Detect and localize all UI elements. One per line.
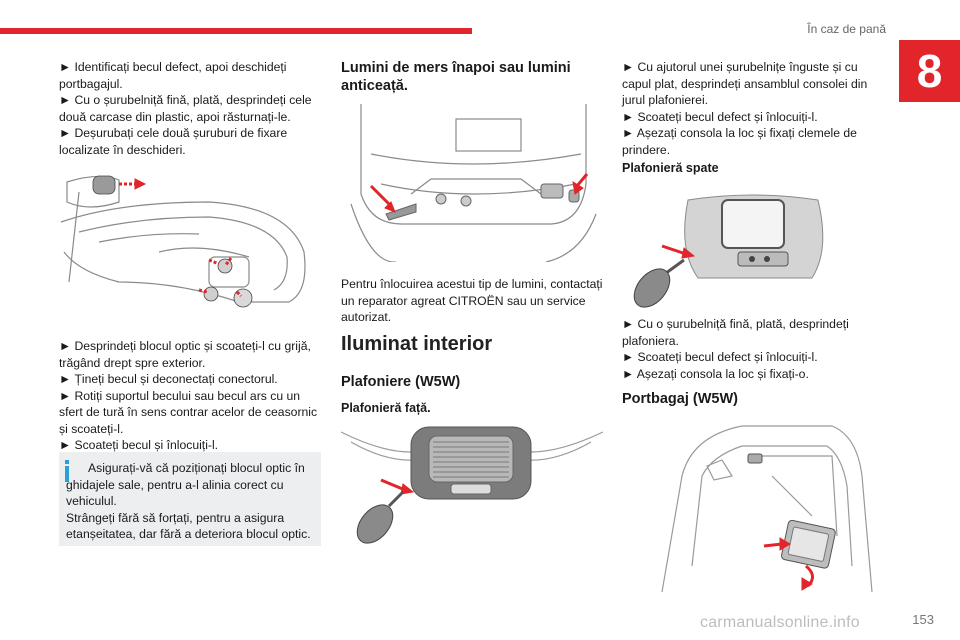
column-2-top: Lumini de mers înapoi sau lumini anticea… (341, 59, 603, 95)
instruction-line: ► Cu o șurubelniță fină, plată, desprind… (59, 93, 312, 124)
watermark: carmanualsonline.info (700, 614, 860, 631)
heading-rear-lights: Lumini de mers înapoi sau lumini anticea… (341, 60, 571, 94)
rear-ceiling-light-illustration (633, 194, 824, 308)
instruction-line: ► Cu ajutorul unei șurubelnițe înguste ș… (622, 60, 868, 107)
header-accent-bar (0, 28, 472, 34)
column-1-bottom: ► Desprindeți blocul optic și scoateți-l… (59, 338, 321, 454)
column-2-body: Pentru înlocuirea acestui tip de lumini,… (341, 276, 603, 326)
boot-light-illustration (661, 425, 873, 592)
note-text: Strângeți fără să forțați, pentru a asig… (66, 510, 311, 542)
instruction-line: ► Identificați becul defect, apoi deschi… (59, 60, 287, 91)
info-icon (65, 460, 69, 482)
instruction-line: ► Scoateți becul și înlocuiți-l. (59, 438, 219, 452)
boot-heading-wrap: Portbagaj (W5W) (622, 391, 884, 408)
front-heading-wrap: Plafonieră față. (341, 400, 603, 417)
section-title: În caz de pană (807, 22, 886, 36)
instruction-line: ► Scoateți becul defect și înlocuiți-l. (622, 109, 818, 124)
heading-rear-ceiling-light: Plafonieră spate (622, 161, 719, 175)
rear-ceiling-heading-wrap: Plafonieră spate (622, 160, 884, 177)
instruction-line: ► Așezați consola la loc și fixați cleme… (622, 126, 857, 157)
column-3-top: ► Cu ajutorul unei șurubelnițe înguste ș… (622, 59, 884, 158)
instruction-line: ► Cu o șurubelniță fină, plată, desprind… (622, 317, 849, 348)
heading-interior-lighting: Iluminat interior (341, 333, 493, 355)
tail-light-illustration (60, 175, 306, 308)
column-1-top: ► Identificați becul defect, apoi deschi… (59, 59, 321, 158)
note-text: Asigurați-vă că poziționați blocul optic… (66, 461, 305, 508)
page-number: 153 (912, 612, 934, 627)
heading-boot-light: Portbagaj (W5W) (622, 391, 738, 407)
rear-lights-text: Pentru înlocuirea acestui tip de lumini,… (341, 277, 603, 324)
interior-heading-wrap: Iluminat interior (341, 333, 603, 355)
heading-ceiling-lights: Plafoniere (W5W) (341, 374, 461, 390)
heading-front-ceiling-light: Plafonieră față. (341, 401, 431, 415)
instruction-line: ► Deșurubați cele două șuruburi de fixar… (59, 126, 288, 157)
front-ceiling-light-illustration (341, 426, 603, 544)
instruction-line: ► Țineți becul și deconectați conectorul… (59, 372, 278, 386)
chapter-tab: 8 (899, 40, 960, 102)
info-note-box: Asigurați-vă că poziționați blocul optic… (59, 452, 321, 546)
instruction-line: ► Așezați consola la loc și fixați-o. (622, 366, 809, 381)
instruction-line: ► Rotiți suportul becului sau becul ars … (59, 388, 318, 436)
instruction-line: ► Scoateți becul defect și înlocuiți-l. (622, 350, 818, 364)
rear-bumper-illustration (350, 104, 597, 262)
instruction-line: ► Desprindeți blocul optic și scoateți-l… (59, 339, 311, 370)
ceiling-heading-wrap: Plafoniere (W5W) (341, 374, 603, 391)
column-3-middle: ► Cu o șurubelniță fină, plată, desprind… (622, 316, 884, 382)
